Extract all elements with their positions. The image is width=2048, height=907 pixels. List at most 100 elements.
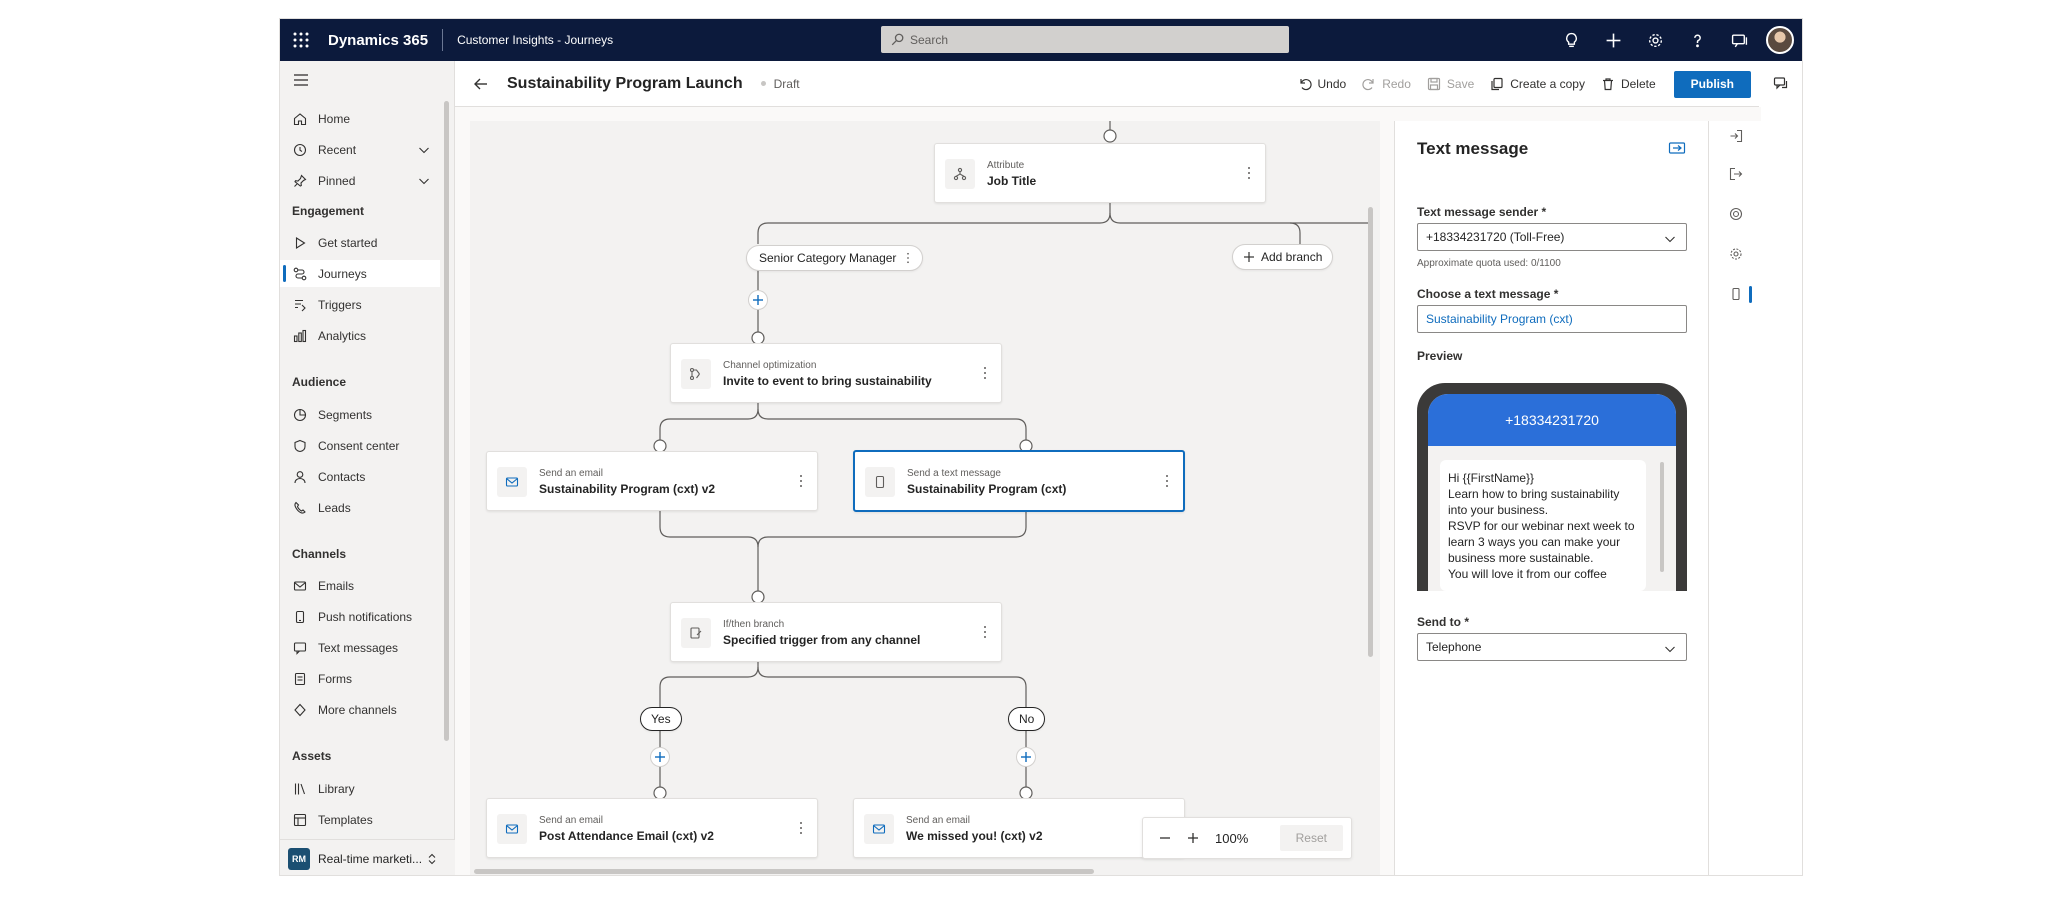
undo-button[interactable]: Undo bbox=[1298, 77, 1346, 91]
lightbulb-icon[interactable] bbox=[1550, 19, 1592, 61]
chat-bubbles-icon[interactable] bbox=[1773, 76, 1789, 92]
zoom-in-button[interactable] bbox=[1179, 824, 1207, 852]
gear-icon[interactable] bbox=[1634, 19, 1676, 61]
entry-icon[interactable] bbox=[1718, 121, 1754, 151]
sidebar-item-pinned[interactable]: Pinned bbox=[280, 167, 440, 194]
sidebar-item-journeys[interactable]: Journeys bbox=[280, 260, 440, 287]
send-email-node[interactable]: Send an email Sustainability Program (cx… bbox=[486, 451, 818, 511]
add-step-button[interactable] bbox=[748, 290, 768, 310]
sidebar-item-templates[interactable]: Templates bbox=[280, 806, 440, 833]
zoom-out-button[interactable] bbox=[1151, 824, 1179, 852]
attribute-node[interactable]: Attribute Job Title bbox=[934, 143, 1266, 203]
more-vertical-icon[interactable] bbox=[1247, 166, 1251, 180]
journey-connectors bbox=[653, 121, 1370, 800]
chevron-down-icon[interactable] bbox=[418, 175, 430, 187]
add-step-button[interactable] bbox=[1016, 747, 1036, 767]
more-vertical-icon[interactable] bbox=[799, 821, 803, 835]
right-rail-top bbox=[1759, 61, 1802, 107]
exit-icon[interactable] bbox=[1718, 159, 1754, 189]
search-input[interactable]: Search bbox=[881, 26, 1289, 53]
copy-label: Create a copy bbox=[1510, 77, 1585, 91]
mail-icon bbox=[292, 578, 308, 594]
channel-optimization-node[interactable]: Channel optimization Invite to event to … bbox=[670, 343, 1002, 403]
sidebar-item-library[interactable]: Library bbox=[280, 775, 440, 802]
phone-properties-icon[interactable] bbox=[1718, 279, 1754, 309]
section-engagement: Engagement bbox=[292, 204, 365, 218]
chat-icon[interactable] bbox=[1718, 19, 1760, 61]
sidebar-item-push-notifications[interactable]: Push notifications bbox=[280, 603, 440, 630]
sidebar-item-label: Triggers bbox=[318, 297, 362, 312]
back-arrow-icon[interactable] bbox=[471, 74, 491, 94]
save-button[interactable]: Save bbox=[1427, 77, 1474, 91]
yes-label: Yes bbox=[651, 712, 671, 726]
sidebar-item-analytics[interactable]: Analytics bbox=[280, 322, 440, 349]
sidebar-item-segments[interactable]: Segments bbox=[280, 401, 440, 428]
sidebar-item-get-started[interactable]: Get started bbox=[280, 229, 440, 256]
sidebar-item-consent-center[interactable]: Consent center bbox=[280, 432, 440, 459]
redo-icon bbox=[1362, 79, 1374, 91]
app-launcher-icon[interactable] bbox=[280, 19, 322, 61]
redo-button[interactable]: Redo bbox=[1362, 77, 1411, 91]
no-branch-label[interactable]: No bbox=[1008, 707, 1046, 731]
avatar[interactable] bbox=[1766, 26, 1794, 54]
sidebar-item-leads[interactable]: Leads bbox=[280, 494, 440, 521]
more-vertical-icon[interactable] bbox=[1165, 474, 1169, 488]
add-step-button[interactable] bbox=[650, 747, 670, 767]
more-vertical-icon[interactable] bbox=[983, 625, 987, 639]
sidebar-item-forms[interactable]: Forms bbox=[280, 665, 440, 692]
area-switcher[interactable]: RM Real-time marketi... bbox=[280, 839, 455, 875]
send-email-node[interactable]: Send an email Post Attendance Email (cxt… bbox=[486, 798, 818, 858]
home-icon bbox=[292, 111, 308, 127]
triggers-icon bbox=[292, 297, 308, 313]
message-lookup[interactable]: Sustainability Program (cxt) bbox=[1417, 305, 1687, 333]
sms-preview-icon[interactable] bbox=[1668, 141, 1686, 155]
sender-select[interactable]: +18334231720 (Toll-Free) bbox=[1417, 223, 1687, 251]
create-copy-button[interactable]: Create a copy bbox=[1490, 77, 1585, 91]
more-vertical-icon[interactable] bbox=[906, 252, 910, 264]
node-title: Sustainability Program (cxt) bbox=[907, 482, 1067, 496]
publish-button[interactable]: Publish bbox=[1673, 70, 1751, 98]
branch-pill-senior-category-manager[interactable]: Senior Category Manager bbox=[746, 245, 924, 271]
app-name[interactable]: Customer Insights - Journeys bbox=[457, 33, 614, 47]
canvas-vertical-scrollbar[interactable] bbox=[1368, 207, 1373, 657]
sidebar-item-home[interactable]: Home bbox=[280, 105, 440, 132]
canvas-horizontal-scrollbar[interactable] bbox=[474, 869, 1094, 874]
mail-icon bbox=[497, 814, 527, 844]
sidebar-item-text-messages[interactable]: Text messages bbox=[280, 634, 440, 661]
if-then-branch-node[interactable]: If/then branch Specified trigger from an… bbox=[670, 602, 1002, 662]
more-vertical-icon[interactable] bbox=[799, 474, 803, 488]
message-line: RSVP for our webinar next week to bbox=[1448, 519, 1635, 533]
help-icon[interactable] bbox=[1676, 19, 1718, 61]
send-text-message-node[interactable]: Send a text message Sustainability Progr… bbox=[853, 450, 1185, 512]
hamburger-icon[interactable] bbox=[292, 71, 310, 89]
journey-canvas[interactable]: Attribute Job Title Senior Category Mana… bbox=[470, 121, 1380, 875]
send-to-select[interactable]: Telephone bbox=[1417, 633, 1687, 661]
right-gutter bbox=[1761, 107, 1802, 875]
preview-scrollbar[interactable] bbox=[1660, 462, 1664, 572]
delete-button[interactable]: Delete bbox=[1601, 77, 1656, 91]
save-label: Save bbox=[1446, 77, 1475, 91]
chevron-down-icon[interactable] bbox=[418, 144, 430, 156]
send-email-node[interactable]: Send an email We missed you! (cxt) v2 bbox=[853, 798, 1185, 858]
sidebar-scrollbar[interactable] bbox=[444, 101, 449, 741]
brand-name[interactable]: Dynamics 365 bbox=[328, 31, 429, 49]
library-icon bbox=[292, 781, 308, 797]
clock-icon bbox=[292, 142, 308, 158]
forms-icon bbox=[292, 671, 308, 687]
goal-icon[interactable] bbox=[1718, 199, 1754, 229]
undo-icon bbox=[1299, 79, 1312, 91]
sidebar-item-recent[interactable]: Recent bbox=[280, 136, 440, 163]
reset-zoom-button[interactable]: Reset bbox=[1279, 825, 1343, 851]
sidebar-item-triggers[interactable]: Triggers bbox=[280, 291, 440, 318]
zoom-level: 100% bbox=[1215, 830, 1249, 846]
sidebar-item-more-channels[interactable]: More channels bbox=[280, 696, 440, 723]
plus-icon[interactable] bbox=[1592, 19, 1634, 61]
phone-icon bbox=[865, 467, 895, 497]
more-vertical-icon[interactable] bbox=[983, 366, 987, 380]
add-branch-button[interactable]: Add branch bbox=[1232, 244, 1334, 270]
sidebar-item-contacts[interactable]: Contacts bbox=[280, 463, 440, 490]
sidebar-item-emails[interactable]: Emails bbox=[280, 572, 440, 599]
settings-icon[interactable] bbox=[1718, 239, 1754, 269]
yes-branch-label[interactable]: Yes bbox=[640, 707, 682, 731]
plus-icon bbox=[1244, 252, 1254, 262]
